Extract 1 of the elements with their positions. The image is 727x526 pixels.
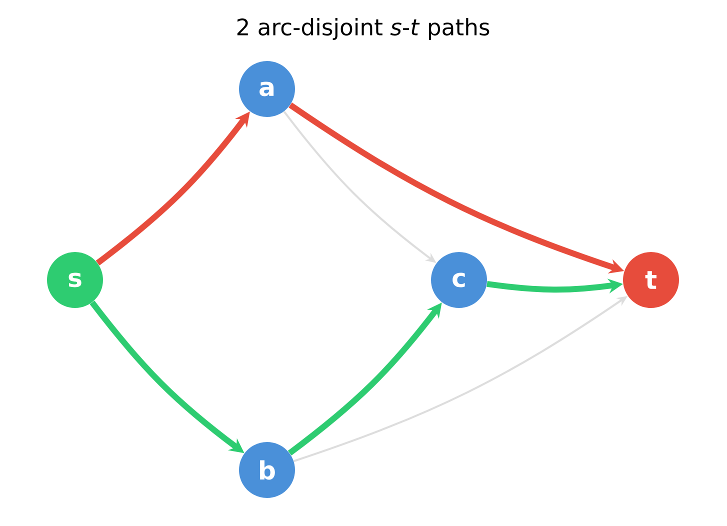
chart-title: 2 arc-disjoint s-t paths [237,18,490,40]
